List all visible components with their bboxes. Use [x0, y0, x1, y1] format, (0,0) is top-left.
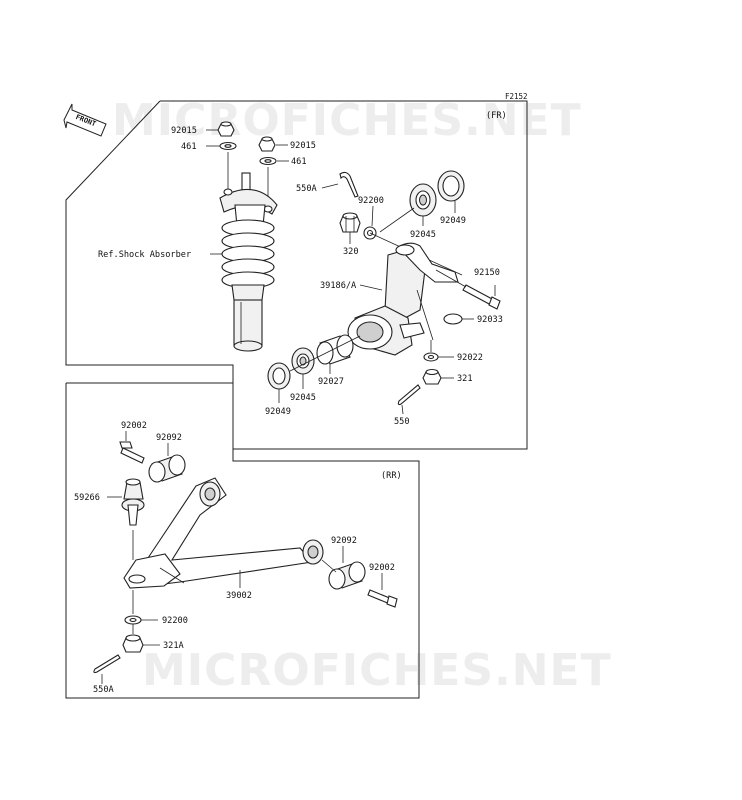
label-550A-bottom: 550A — [93, 685, 115, 695]
label-92022: 92022 — [457, 353, 483, 363]
label-320: 320 — [343, 247, 359, 257]
bearing-92045-top — [409, 183, 437, 217]
label-shock-ref: Ref.Shock Absorber — [98, 250, 191, 260]
castle-nut-321 — [422, 368, 442, 385]
seal-92049-bottom — [267, 362, 291, 390]
label-550: 550 — [394, 417, 410, 427]
shock-absorber — [219, 152, 278, 352]
label-550A-top: 550A — [296, 184, 318, 194]
castle-nut-321A — [122, 634, 144, 653]
castle-nut-320 — [339, 212, 361, 233]
diagram-code: F2152 — [505, 92, 528, 101]
label-92027: 92027 — [318, 377, 344, 387]
washer-92200-bottom — [124, 615, 142, 625]
rear-section-label: (RR) — [381, 471, 402, 481]
label-92002-right: 92002 — [369, 563, 395, 573]
label-92200-top: 92200 — [358, 196, 384, 206]
nut-92015-right — [258, 136, 276, 152]
label-39186: 39186/A — [320, 281, 357, 291]
bushing-92092-top — [148, 454, 186, 483]
label-92150: 92150 — [474, 268, 500, 278]
label-92045-top: 92045 — [410, 230, 436, 240]
label-92002-top: 92002 — [121, 421, 147, 431]
knuckle-39186 — [347, 242, 459, 356]
label-92092-top: 92092 — [156, 433, 182, 443]
label-321: 321 — [457, 374, 473, 384]
bolt-92002-right — [367, 589, 398, 608]
washer-461-left — [219, 141, 237, 151]
seal-92049-top — [437, 170, 465, 202]
cotter-pin-550A-bottom — [93, 654, 121, 674]
bolt-92150 — [462, 284, 501, 310]
circlip-92033 — [443, 313, 463, 325]
washer-461-right — [259, 156, 277, 166]
label-39002: 39002 — [226, 591, 252, 601]
rear-section-frame — [65, 382, 420, 699]
front-arrow-icon: FRONT — [63, 103, 107, 137]
label-92049-top: 92049 — [440, 216, 466, 226]
front-section-label: (FR) — [486, 111, 507, 121]
label-92015-left: 92015 — [171, 126, 197, 136]
bushing-92092-right — [328, 561, 366, 590]
watermark-bottom: MICROFICHES.NET — [142, 645, 612, 696]
label-92092-right: 92092 — [331, 536, 357, 546]
label-461-right: 461 — [291, 157, 307, 167]
label-92049-bottom: 92049 — [265, 407, 291, 417]
label-461-left: 461 — [181, 142, 197, 152]
label-59266: 59266 — [74, 493, 100, 503]
watermark-top: MICROFICHES.NET — [112, 95, 582, 146]
cotter-pin-550 — [397, 384, 421, 406]
nut-92015-left — [217, 121, 235, 137]
label-321A: 321A — [163, 641, 185, 651]
ball-joint-59266 — [121, 478, 145, 526]
label-92045-bottom: 92045 — [290, 393, 316, 403]
bolt-92002-top — [119, 441, 145, 464]
a-arm-39002 — [123, 477, 324, 589]
cotter-pin-550A-top — [339, 171, 359, 198]
spacer-92027 — [316, 334, 354, 365]
label-92033: 92033 — [477, 315, 503, 325]
label-92200-bottom: 92200 — [162, 616, 188, 626]
label-92015-right: 92015 — [290, 141, 316, 151]
washer-92022 — [423, 352, 439, 362]
